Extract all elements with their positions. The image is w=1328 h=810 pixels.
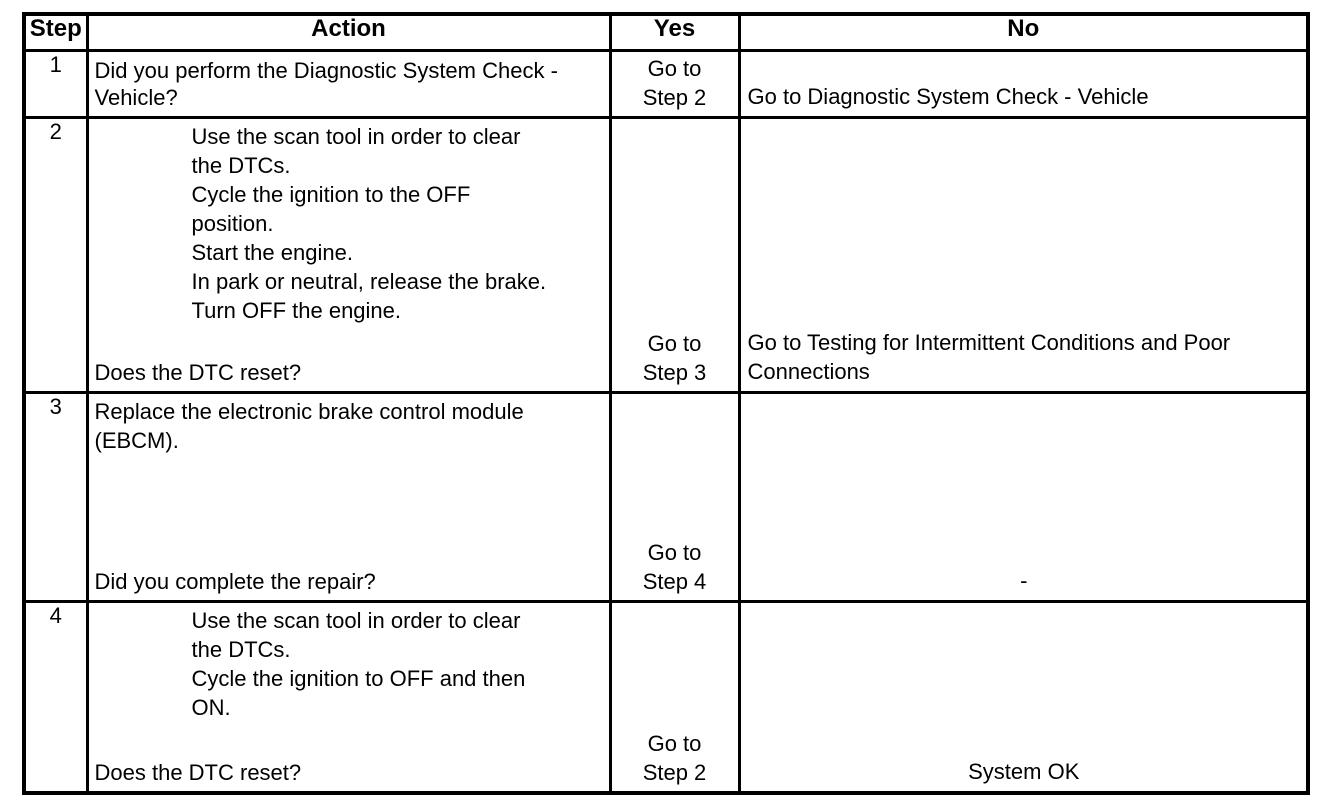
action-instructions: Use the scan tool in order to clear the D…: [192, 122, 605, 325]
instruction-line: the DTCs.: [191, 153, 291, 178]
step-cell: 3: [22, 391, 89, 603]
step-cell: 1: [22, 49, 89, 119]
action-cell-inner: Use the scan tool in order to clear the D…: [90, 121, 607, 390]
action-cell-inner: Use the scan tool in order to clear the D…: [90, 604, 607, 790]
step-cell: 2: [22, 116, 89, 394]
no-result: Go to Testing for Intermittent Condition…: [747, 330, 1231, 384]
action-cell: Use the scan tool in order to clear the D…: [85, 116, 612, 394]
instruction-line: Start the engine.: [191, 240, 353, 265]
table-row: 4 Use the scan tool in order to clear the …: [22, 600, 1310, 795]
no-cell-inner: System OK: [742, 604, 1305, 790]
header-step: Step: [22, 12, 89, 52]
table-row: 2 Use the scan tool in order to clear the …: [22, 116, 1310, 394]
yes-cell-inner: Go to Step 4: [613, 396, 736, 599]
instruction-line: Use the scan tool in order to clear: [191, 124, 521, 149]
instruction-line: Use the scan tool in order to clear: [191, 608, 521, 633]
instruction-line: Replace the electronic brake control mod…: [94, 399, 524, 424]
yes-cell: Go to Step 2: [608, 49, 741, 119]
action-question: Did you perform the Diagnostic System Ch…: [94, 58, 558, 110]
yes-cell: Go to Step 2: [608, 600, 741, 795]
instruction-line: Turn OFF the engine.: [191, 298, 402, 323]
instruction-line: (EBCM).: [94, 428, 179, 453]
no-cell: -: [737, 391, 1310, 603]
action-instructions: Replace the electronic brake control mod…: [95, 397, 605, 455]
step-cell: 4: [22, 600, 89, 795]
action-question: Did you complete the repair?: [94, 569, 376, 594]
yes-cell-inner: Go to Step 3: [613, 121, 736, 390]
action-question: Does the DTC reset?: [94, 360, 302, 385]
instruction-line: Cycle the ignition to OFF and then: [191, 666, 526, 691]
yes-cell: Go to Step 3: [608, 116, 741, 394]
instruction-line: ON.: [191, 695, 231, 720]
no-result: System OK: [968, 759, 1080, 784]
action-question: Does the DTC reset?: [94, 760, 302, 785]
action-cell: Did you perform the Diagnostic System Ch…: [85, 49, 612, 119]
yes-cell: Go to Step 4: [608, 391, 741, 603]
action-cell: Replace the electronic brake control mod…: [85, 391, 612, 603]
no-result: -: [1020, 568, 1028, 593]
action-instructions: Use the scan tool in order to clear the D…: [192, 606, 605, 722]
yes-result: Go to Step 3: [642, 331, 707, 385]
header-yes: Yes: [608, 12, 741, 52]
no-cell-inner: Go to Diagnostic System Check - Vehicle: [742, 54, 1305, 115]
instruction-line: the DTCs.: [191, 637, 291, 662]
yes-cell-inner: Go to Step 2: [613, 54, 736, 115]
header-no: No: [737, 12, 1310, 52]
no-cell: System OK: [737, 600, 1310, 795]
instruction-line: In park or neutral, release the brake.: [191, 269, 547, 294]
instruction-line: position.: [191, 211, 274, 236]
instruction-line: Cycle the ignition to the OFF: [191, 182, 471, 207]
yes-result: Go to Step 2: [642, 731, 707, 785]
action-cell-inner: Did you perform the Diagnostic System Ch…: [90, 54, 607, 115]
no-cell: Go to Diagnostic System Check - Vehicle: [737, 49, 1310, 119]
table-header: Step Action Yes No: [22, 12, 1310, 52]
yes-result: Go to Step 2: [642, 56, 707, 110]
no-cell-inner: -: [742, 396, 1305, 599]
yes-result: Go to Step 4: [642, 540, 707, 594]
header-row: Step Action Yes No: [22, 12, 1310, 52]
action-cell-inner: Replace the electronic brake control mod…: [90, 396, 607, 599]
header-action: Action: [85, 12, 612, 52]
no-cell: Go to Testing for Intermittent Condition…: [737, 116, 1310, 394]
no-cell-inner: Go to Testing for Intermittent Condition…: [742, 121, 1305, 390]
yes-cell-inner: Go to Step 2: [613, 604, 736, 790]
action-cell: Use the scan tool in order to clear the D…: [85, 600, 612, 795]
no-result: Go to Diagnostic System Check - Vehicle: [747, 84, 1149, 109]
